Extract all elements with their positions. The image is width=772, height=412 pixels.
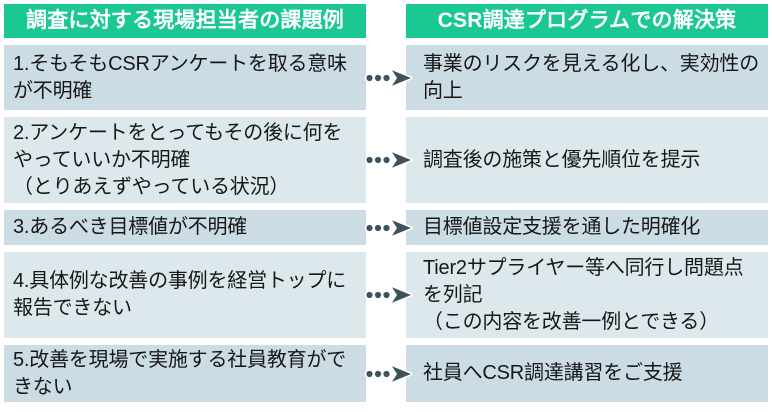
solution-text-1: 事業のリスクを見える化し、実効性の向上 <box>423 52 759 102</box>
solution-text-2: 調査後の施策と優先順位を提示 <box>423 148 701 171</box>
header-issues-label: 調査に対する現場担当者の課題例 <box>26 9 344 32</box>
issue-text-1: 1.そもそもCSRアンケートを取る意味 が不明確 <box>13 52 347 102</box>
solution-cell-5: 社員へCSR調達講習をご支援 <box>406 345 768 402</box>
issue-cell-4: 4.具体例な改善の事例を経営トップに 報告できない <box>4 252 366 338</box>
header-solutions-label: CSR調達プログラムでの解決策 <box>437 9 737 32</box>
issue-text-4: 4.具体例な改善の事例を経営トップに 報告できない <box>13 270 347 319</box>
header-issues: 調査に対する現場担当者の課題例 <box>4 4 366 38</box>
issue-cell-5: 5.改善を現場で実施する社員教育がで きない <box>4 345 366 402</box>
issue-text-3: 3.あるべき目標値が不明確 <box>13 216 248 238</box>
table-header-row: 調査に対する現場担当者の課題例 CSR調達プログラムでの解決策 <box>0 4 772 38</box>
issue-cell-1: 1.そもそもCSRアンケートを取る意味 が不明確 <box>4 45 366 110</box>
comparison-row-1: 1.そもそもCSRアンケートを取る意味 が不明確 事業のリスクを見える化し、実効… <box>0 45 772 110</box>
solution-text-3: 目標値設定支援を通した明確化 <box>423 216 701 238</box>
comparison-row-3: 3.あるべき目標値が不明確 目標値設定支援を通した明確化 <box>0 210 772 245</box>
issue-text-2: 2.アンケートをとってもその後に何を やっていいか不明確 （とりあえずやっている… <box>13 121 343 198</box>
header-solutions: CSR調達プログラムでの解決策 <box>406 4 768 38</box>
comparison-row-5: 5.改善を現場で実施する社員教育がで きない 社員へCSR調達講習をご支援 <box>0 345 772 402</box>
solution-cell-2: 調査後の施策と優先順位を提示 <box>406 117 768 203</box>
solution-cell-1: 事業のリスクを見える化し、実効性の向上 <box>406 45 768 110</box>
issue-cell-2: 2.アンケートをとってもその後に何を やっていいか不明確 （とりあえずやっている… <box>4 117 366 203</box>
comparison-row-2: 2.アンケートをとってもその後に何を やっていいか不明確 （とりあえずやっている… <box>0 117 772 203</box>
comparison-row-4: 4.具体例な改善の事例を経営トップに 報告できない Tier2サプライヤー等へ同… <box>0 252 772 338</box>
solution-text-5: 社員へCSR調達講習をご支援 <box>423 362 683 384</box>
solution-text-4: Tier2サプライヤー等へ同行し問題点 を列記 （この内容を改善一例とできる） <box>423 256 744 333</box>
solution-cell-3: 目標値設定支援を通した明確化 <box>406 210 768 245</box>
issue-text-5: 5.改善を現場で実施する社員教育がで きない <box>13 348 347 398</box>
issue-cell-3: 3.あるべき目標値が不明確 <box>4 210 366 245</box>
solution-cell-4: Tier2サプライヤー等へ同行し問題点 を列記 （この内容を改善一例とできる） <box>406 252 768 338</box>
